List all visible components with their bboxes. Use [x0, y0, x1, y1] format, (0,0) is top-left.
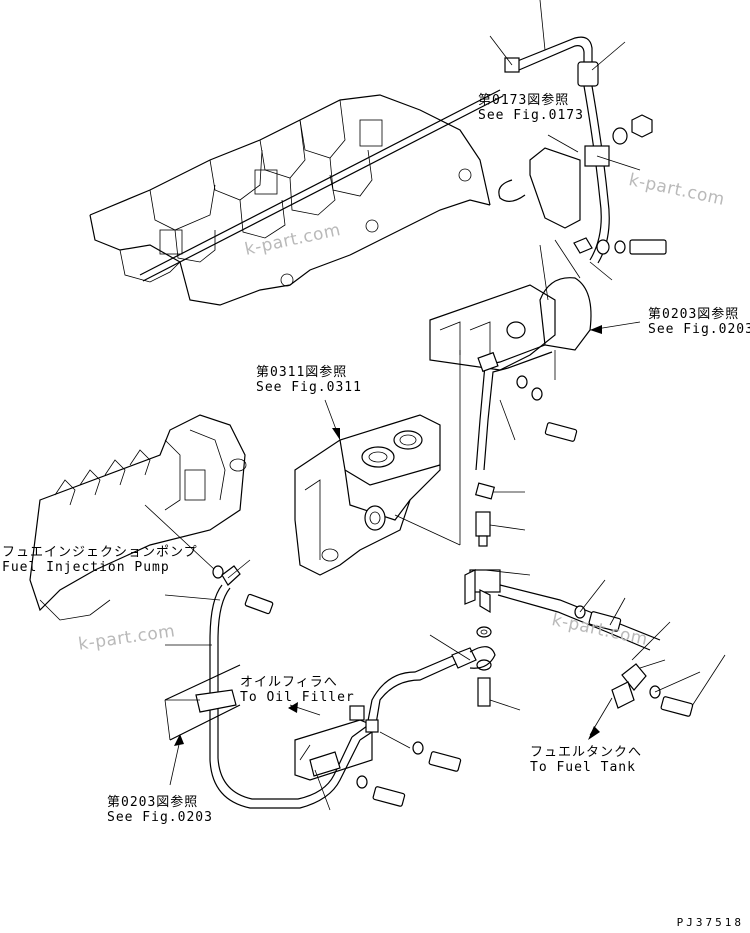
ref-fig0173-en: See Fig.0173 [478, 108, 584, 123]
oil-filler-jp: オイルフィラへ [240, 675, 338, 690]
ref-fig0203-bottom-jp: 第0203図参照 [107, 795, 199, 810]
injection-pump-en: Fuel Injection Pump [2, 560, 170, 575]
fuel-tank-en: To Fuel Tank [530, 760, 636, 775]
filter-head [429, 239, 641, 380]
ref-fig0311-jp: 第0311図参照 [256, 365, 348, 380]
fuel-injection-pump [29, 414, 247, 621]
fuel-tank-jp: フュエルタンクへ [530, 745, 643, 760]
pipe-bracket-upper [498, 114, 653, 229]
injection-pump-label: フュエインジェクションポンプ Fuel Injection Pump [2, 545, 198, 575]
ref-fig0311-en: See Fig.0311 [256, 380, 362, 395]
bracket-bolt [573, 237, 667, 281]
ref-fig0203-bottom-label: 第0203図参照 See Fig.0203 [107, 795, 213, 825]
fuel-tank-label: フュエルタンクへ To Fuel Tank [530, 745, 642, 775]
oil-filler-en: To Oil Filler [240, 690, 355, 705]
ref-fig0173-label: 第0173図参照 See Fig.0173 [478, 93, 584, 123]
drain-line [459, 344, 578, 545]
ref-fig0203-right-label: 第0203図参照 See Fig.0203 [648, 307, 750, 337]
drawing-code: PJ37518 [676, 916, 744, 929]
right-fitting-stack [464, 482, 661, 711]
injection-pump-jp: フュエインジェクションポンプ [2, 545, 198, 560]
ref-fig0173-jp: 第0173図参照 [478, 93, 570, 108]
ref-fig0203-right-en: See Fig.0203 [648, 322, 750, 337]
top-fuel-pipe [489, 0, 626, 264]
fuel-line-loop [164, 559, 496, 811]
fuel-tank-outlet [588, 621, 726, 740]
engine-block [89, 89, 504, 306]
ref-fig0311-label: 第0311図参照 See Fig.0311 [256, 365, 362, 395]
oil-filler-label: オイルフィラへ To Oil Filler [240, 675, 355, 705]
ref-fig0203-right-jp: 第0203図参照 [648, 307, 740, 322]
ref-fig0203-bottom-en: See Fig.0203 [107, 810, 213, 825]
feed-pump-body [294, 399, 461, 576]
